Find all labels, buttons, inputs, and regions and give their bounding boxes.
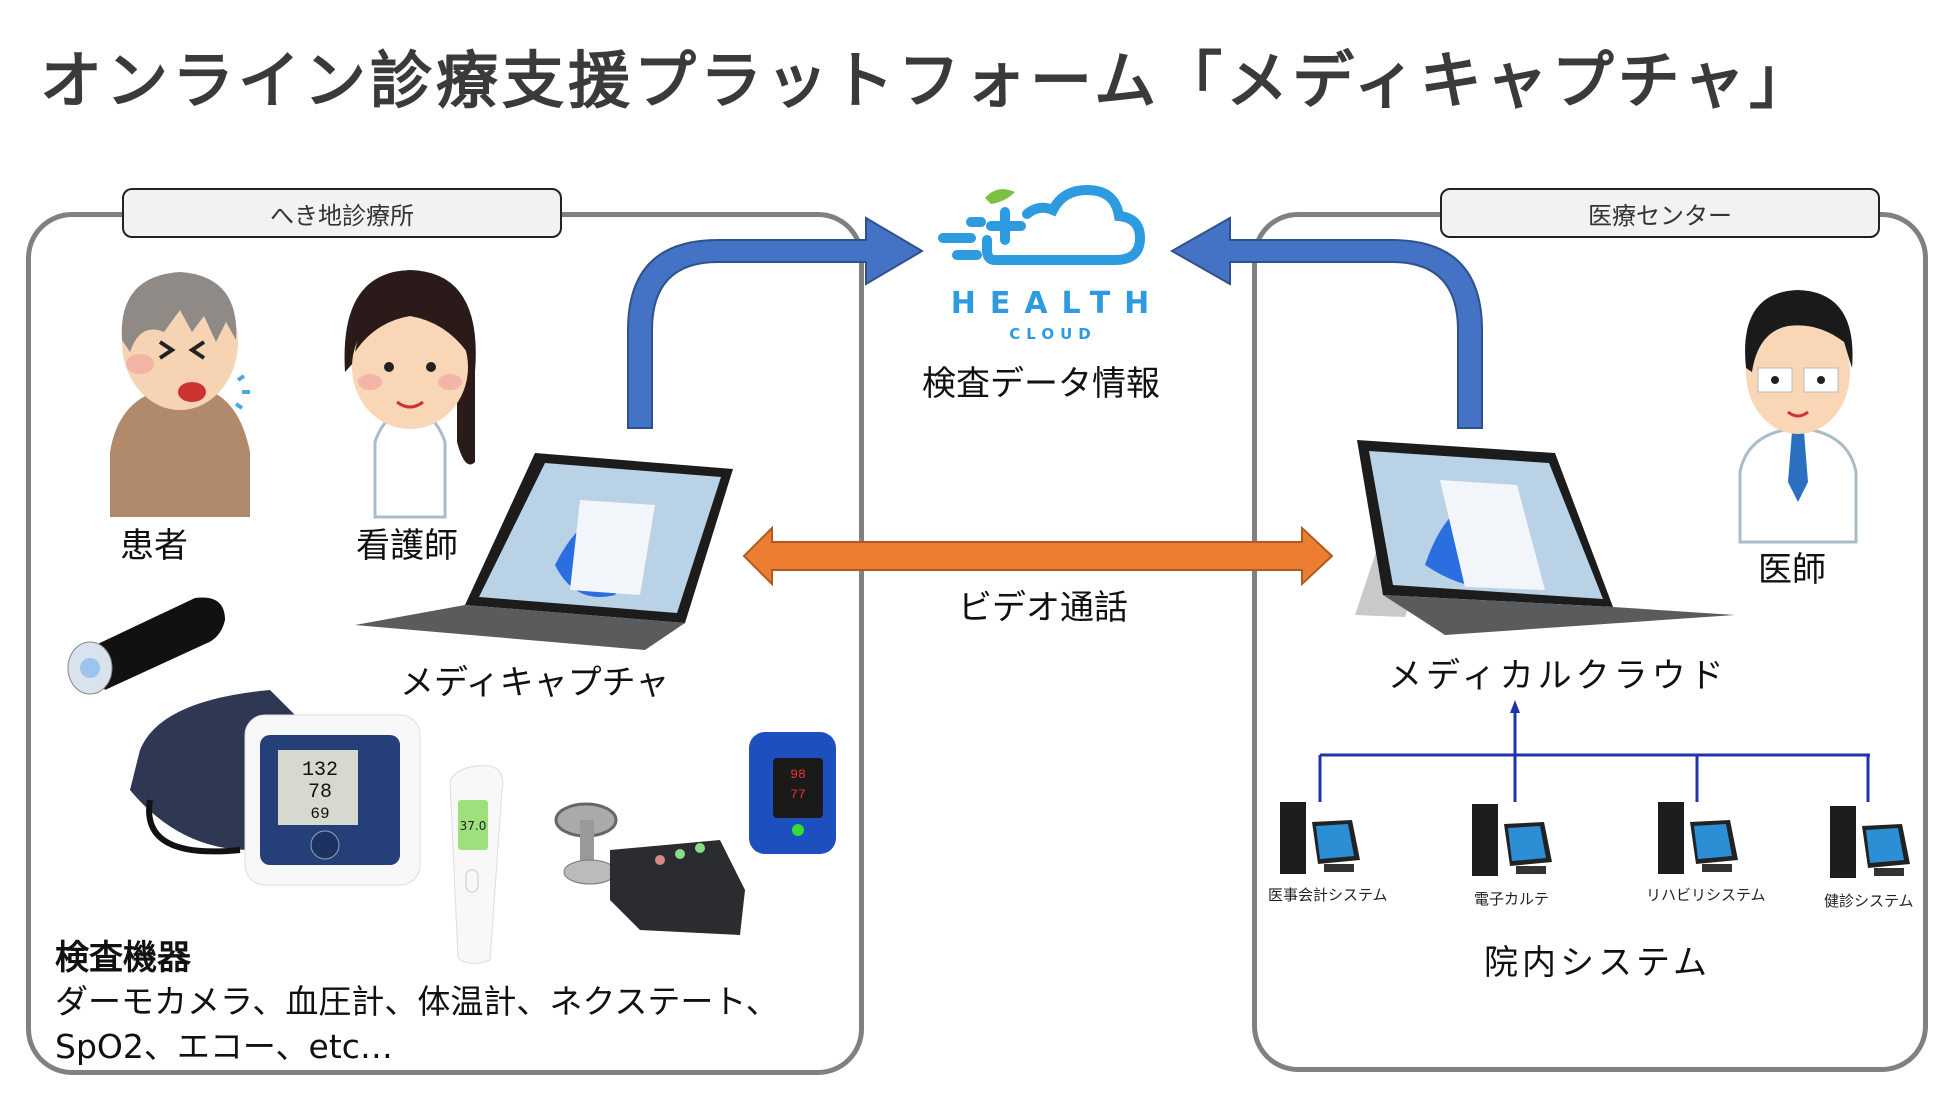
right-tablet-laptop-icon — [1345, 435, 1735, 635]
spo2-reading: 98 — [790, 767, 806, 782]
exam-data-label: 検査データ情報 — [922, 364, 1160, 404]
thermometer-icon: 37.0 — [440, 760, 510, 965]
patient-label: 患者 — [120, 526, 188, 566]
dermatoscope-camera-icon — [45, 590, 235, 700]
desktop-pc-icon — [1472, 804, 1552, 876]
thermometer-reading: 37.0 — [460, 819, 487, 833]
desktop-pc-icon — [1830, 806, 1910, 878]
system-label: 健診システム — [1824, 892, 1914, 910]
system-label: 医事会計システム — [1268, 886, 1388, 904]
system-label: 電子カルテ — [1474, 890, 1550, 908]
doctor-icon — [1728, 282, 1868, 544]
pulse-oximeter-icon: 98 77 — [745, 728, 840, 858]
doctor-label: 医師 — [1758, 550, 1826, 590]
medicapture-label: メディキャプチャ — [400, 663, 670, 703]
system-item: 健診システム — [1818, 804, 1928, 911]
rural-clinic-label: へき地診療所 — [122, 188, 562, 238]
system-item: 電子カルテ — [1460, 802, 1580, 909]
logo-sub-text: CLOUD — [1009, 325, 1097, 343]
system-label: リハビリシステム — [1646, 886, 1766, 904]
nurse-icon — [325, 262, 495, 519]
patient-coughing-icon — [100, 262, 260, 517]
cloud-icon — [938, 184, 1146, 265]
equipment-list-line1: ダーモカメラ、血圧計、体温計、ネクステート、 — [55, 982, 779, 1021]
desktop-pc-icon — [1658, 802, 1738, 874]
video-call-label: ビデオ通話 — [958, 588, 1128, 628]
pulse-reading: 77 — [790, 787, 806, 802]
equipment-list-line2: SpO2、エコー、etc… — [55, 1027, 393, 1066]
medical-cloud-label: メディカルクラウド — [1388, 656, 1728, 696]
equipment-heading: 検査機器 — [55, 938, 191, 978]
bp-systolic: 132 — [302, 759, 338, 782]
blood-pressure-monitor-icon: 132 78 69 — [120, 680, 430, 895]
nurse-label: 看護師 — [356, 526, 458, 566]
bp-pulse: 69 — [310, 805, 329, 823]
medical-center-label: 医療センター — [1440, 188, 1880, 238]
system-item: リハビリシステム — [1646, 800, 1776, 905]
stethoscope-icon — [550, 790, 750, 940]
logo-main-text: HEALTH — [950, 286, 1164, 321]
bp-diastolic: 78 — [308, 781, 332, 804]
desktop-pc-icon — [1280, 802, 1360, 874]
system-item: 医事会計システム — [1268, 800, 1388, 905]
hospital-systems-label: 院内システム — [1484, 943, 1711, 983]
left-tablet-laptop-icon — [355, 445, 735, 650]
page-title: オンライン診療支援プラットフォーム「メディキャプチャ」 — [40, 44, 1816, 117]
health-cloud-logo: HEALTH CLOUD — [935, 180, 1165, 343]
